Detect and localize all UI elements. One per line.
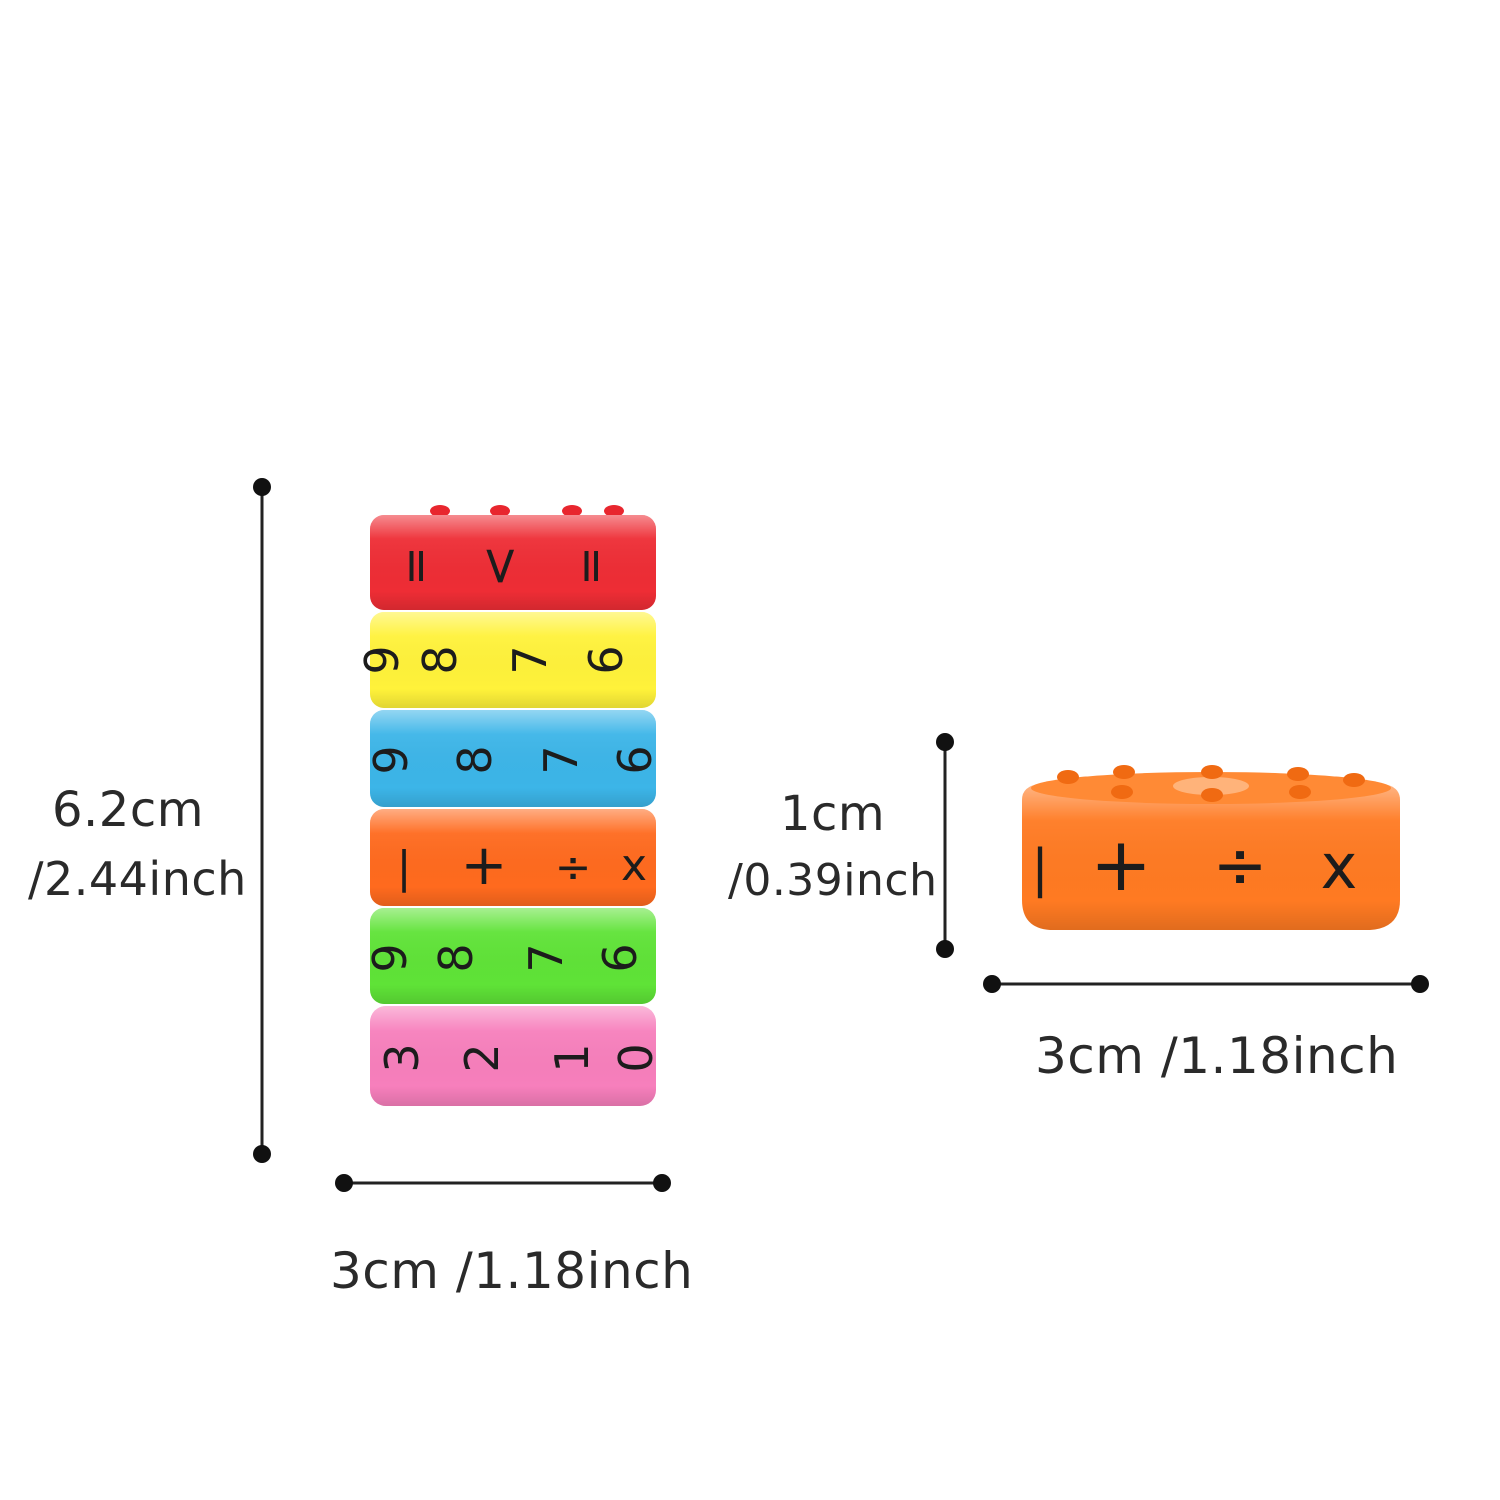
ring-symbol: = xyxy=(564,546,620,586)
dimension-end-dot xyxy=(253,478,271,496)
dimension-end-dot xyxy=(335,1174,353,1192)
dimension-end-dot xyxy=(936,940,954,958)
ring-yellow: 9 8 7 6 xyxy=(355,612,656,708)
piece-symbol: + xyxy=(1090,822,1152,908)
piece-symbol: ÷ xyxy=(1212,827,1267,904)
ring-orange: | + ÷ x xyxy=(370,809,656,906)
ring-green: 9 8 7 6 xyxy=(363,908,656,1004)
ring-symbol: 2 xyxy=(455,1043,509,1072)
ring-symbol: + xyxy=(461,833,508,898)
piece-bumps xyxy=(1057,765,1365,802)
top-bumps xyxy=(430,505,624,517)
ring-symbol: 9 xyxy=(363,943,417,972)
ring-symbol: ÷ xyxy=(555,842,592,893)
dimension-end-dot xyxy=(653,1174,671,1192)
ring-symbol: 7 xyxy=(519,943,573,972)
ring-symbol: = xyxy=(389,546,445,586)
ring-symbol: > xyxy=(471,544,531,588)
ring-symbol: 8 xyxy=(429,943,483,972)
ring-symbol: 6 xyxy=(593,943,647,972)
ring-symbol: 6 xyxy=(608,745,662,774)
single-piece: | + ÷ x xyxy=(1022,765,1400,930)
ring-pink: 3 2 1 0 xyxy=(370,1006,663,1106)
ring-symbol: | xyxy=(397,842,412,893)
dimension-end-dot xyxy=(983,975,1001,993)
piece-width-label: 3cm /1.18inch xyxy=(1035,1027,1399,1085)
stack-height-label: 6.2cm xyxy=(52,782,204,838)
ring-symbol: 9 xyxy=(364,745,418,774)
ring-symbol: 7 xyxy=(534,745,588,774)
ring-blue: 9 8 7 6 xyxy=(364,710,662,807)
ring-symbol: 0 xyxy=(609,1043,663,1072)
dimension-lines xyxy=(253,478,1429,1192)
piece-height-label: 1cm xyxy=(780,786,886,842)
ring-symbol: 9 xyxy=(355,645,409,674)
ring-symbol: 8 xyxy=(413,645,467,674)
piece-height-inch-label: /0.39inch xyxy=(728,855,938,906)
ring-symbol: 3 xyxy=(375,1043,429,1072)
ring-symbol: 8 xyxy=(448,745,502,774)
ring-stack: = > = 9 8 7 6 9 8 7 6 | + ÷ xyxy=(355,505,663,1106)
ring-symbol: x xyxy=(621,840,647,891)
piece-symbol: x xyxy=(1321,830,1358,903)
ring-red: = > = xyxy=(370,515,656,610)
ring-symbol: 7 xyxy=(503,645,557,674)
dimension-end-dot xyxy=(253,1145,271,1163)
dimension-end-dot xyxy=(936,733,954,751)
piece-symbol: | xyxy=(1031,839,1049,899)
stack-height-inch-label: /2.44inch xyxy=(28,852,247,906)
ring-symbol: 1 xyxy=(545,1043,599,1072)
stack-width-label: 3cm /1.18inch xyxy=(330,1242,694,1300)
ring-symbol: 6 xyxy=(579,645,633,674)
dimension-end-dot xyxy=(1411,975,1429,993)
